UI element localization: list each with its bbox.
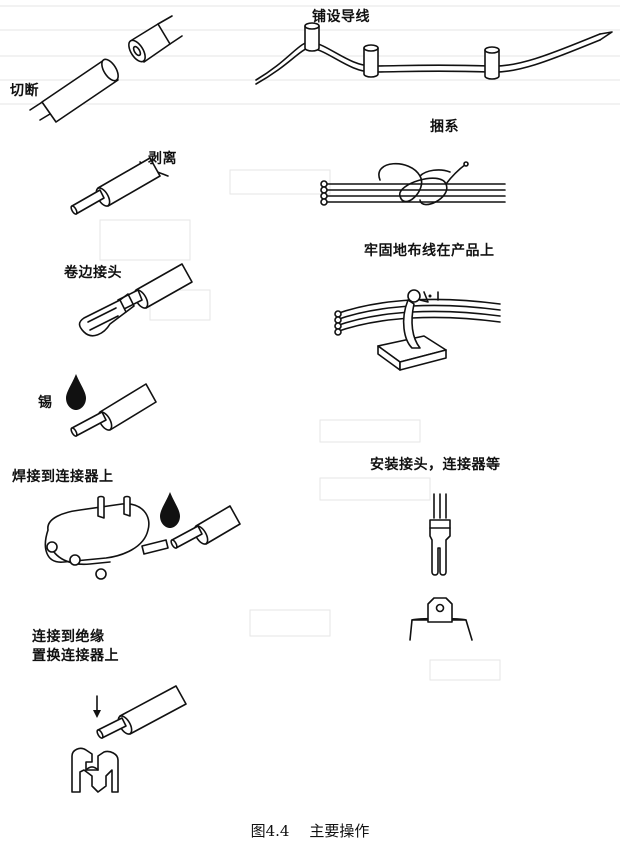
solder-drop-icon-2 xyxy=(160,492,180,528)
tin-droplet-illustration xyxy=(66,374,157,437)
label-lay-wire: 铺设导线 xyxy=(312,9,370,25)
label-install-terminal: 安装接头，连接器等 xyxy=(370,457,501,473)
figure-title: 主要操作 xyxy=(309,822,370,840)
label-connect-insulation: 连接到绝缘 置换连接器上 xyxy=(32,628,119,666)
label-connect-insulation-line1: 连接到绝缘 xyxy=(32,629,105,645)
tie-bundle-illustration xyxy=(320,161,506,206)
secure-wiring-illustration xyxy=(334,289,501,371)
label-curl-terminal: 卷边接头 xyxy=(64,265,122,281)
figure-caption: 图4.4 主要操作 xyxy=(0,820,620,841)
idc-connector-illustration xyxy=(71,685,187,793)
background-ghost-lines xyxy=(0,5,620,681)
solder-connector-illustration xyxy=(44,492,241,580)
label-secure-wiring: 牢固地布线在产品上 xyxy=(364,243,495,259)
label-solder-to-connector: 焊接到连接器上 xyxy=(12,469,114,485)
figure-number: 图4.4 xyxy=(250,822,290,840)
solder-drop-icon xyxy=(66,374,86,410)
panel-lug-illustration xyxy=(409,597,473,641)
strip-wire-illustration xyxy=(70,157,169,215)
label-connect-insulation-line2: 置换连接器上 xyxy=(32,648,119,664)
label-cut: 切断 xyxy=(10,83,39,99)
curl-terminal-illustration xyxy=(78,263,193,337)
label-strip: 剥离 xyxy=(148,151,177,167)
label-tie: 捆系 xyxy=(430,119,459,135)
cut-wire-illustration xyxy=(29,15,183,123)
label-tin: 锡 xyxy=(38,395,53,411)
lay-wire-illustration xyxy=(255,22,613,85)
install-terminal-illustration xyxy=(429,493,451,576)
